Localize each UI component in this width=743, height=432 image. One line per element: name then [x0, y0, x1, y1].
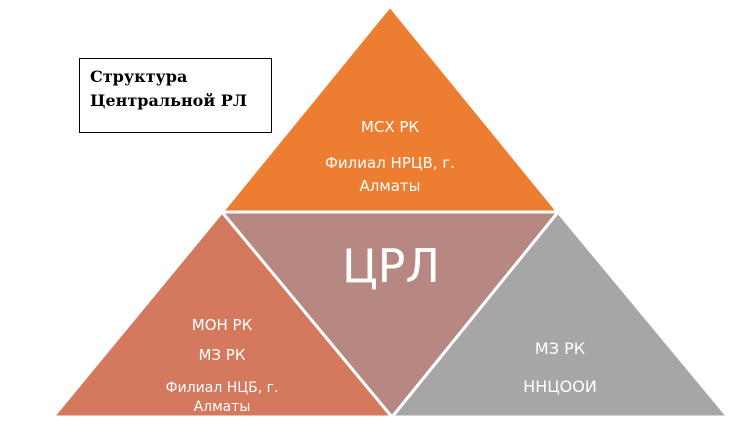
diagram-title-box: Структура Центральной РЛ — [79, 58, 272, 133]
top-text-line-1: МСХ РК — [361, 118, 420, 136]
left-text-line-2: МЗ РК — [198, 346, 245, 364]
right-text-line-2: ННЦООИ — [523, 377, 597, 396]
diagram-title-line-1: Структура — [90, 67, 188, 86]
center-label: ЦРЛ — [342, 239, 440, 293]
center-triangle — [218, 210, 562, 420]
right-text-line-1: МЗ РК — [535, 339, 586, 358]
diagram-title-line-2: Центральной РЛ — [90, 91, 247, 110]
top-text-line-3: Алматы — [360, 177, 421, 195]
left-text-line-3: Филиал НЦБ, г. — [166, 380, 279, 396]
left-text-line-4: Алматы — [194, 399, 251, 415]
top-text-line-2: Филиал НРЦВ, г. — [325, 154, 455, 172]
left-text-line-1: МОН РК — [192, 316, 253, 334]
